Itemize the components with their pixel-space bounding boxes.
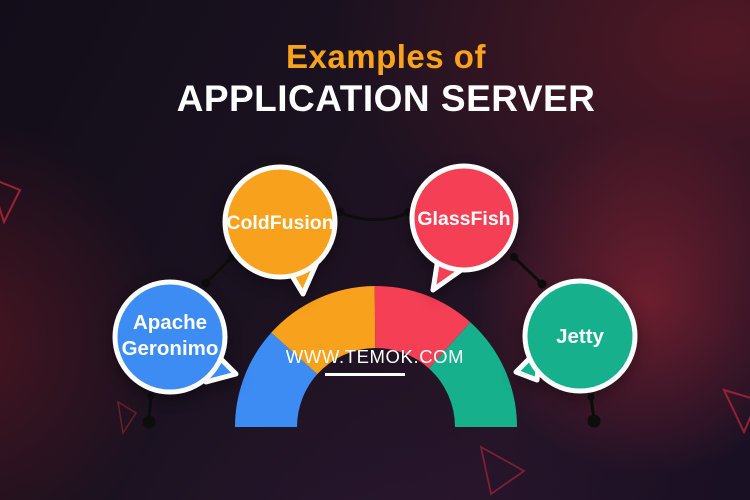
bubble-circle	[409, 163, 519, 273]
bubble-label-glassfish: GlassFish	[417, 208, 510, 230]
bubble-circle	[222, 164, 338, 280]
connector-jetty-down	[587, 393, 601, 428]
bubble-label-geronimo: Geronimo	[122, 337, 219, 360]
bubble-circle	[522, 278, 638, 394]
connector-apache-coldfusion	[201, 253, 236, 288]
website-underline	[325, 373, 405, 376]
gauge-segment-blue	[235, 332, 319, 429]
connector-coldfusion-glassfish	[335, 207, 412, 221]
connector-apache-down	[142, 392, 156, 429]
connector-dot	[587, 393, 595, 401]
connector-dot	[142, 415, 156, 429]
triangle-decoration-bottom	[479, 445, 526, 496]
website-url: WWW.TEMOK.COM	[285, 346, 465, 367]
gauge-segment-red	[374, 286, 471, 370]
connector-line	[204, 255, 234, 285]
gauge-segment-orange	[271, 286, 377, 375]
connector-dot	[201, 278, 211, 288]
bubble-apache-geronimo: Apache Geronimo	[112, 279, 239, 395]
bubble-coldfusion: ColdFusion	[222, 164, 338, 297]
bubble-label-jetty: Jetty	[556, 325, 604, 348]
title-subtitle: Examples of	[286, 38, 486, 75]
connector-glassfish-jetty	[510, 253, 547, 289]
bubble-circle	[112, 279, 228, 395]
connector-dot	[335, 207, 345, 217]
connector-dot	[587, 414, 601, 428]
bubble-label-coldfusion: ColdFusion	[226, 212, 333, 234]
title-block: Examples of APPLICATION SERVER	[11, 38, 750, 120]
triangle-decoration-small	[116, 400, 138, 436]
connector-dot	[147, 392, 155, 400]
bubble-glassfish: GlassFish	[409, 163, 519, 293]
connector-line	[512, 255, 544, 286]
page-title: APPLICATION SERVER	[176, 77, 596, 119]
gauge-segment-teal	[428, 322, 517, 429]
bubble-jetty: Jetty	[513, 278, 638, 394]
bubble-label-apache: Apache	[133, 311, 207, 334]
connector-dot	[537, 279, 547, 289]
connector-dot	[510, 253, 518, 261]
triangle-decoration-right	[722, 388, 750, 435]
triangle-decoration-left	[0, 180, 22, 225]
website-block: WWW.TEMOK.COM	[0, 346, 750, 376]
connector-line	[339, 210, 409, 221]
gauge-ring	[235, 286, 517, 429]
